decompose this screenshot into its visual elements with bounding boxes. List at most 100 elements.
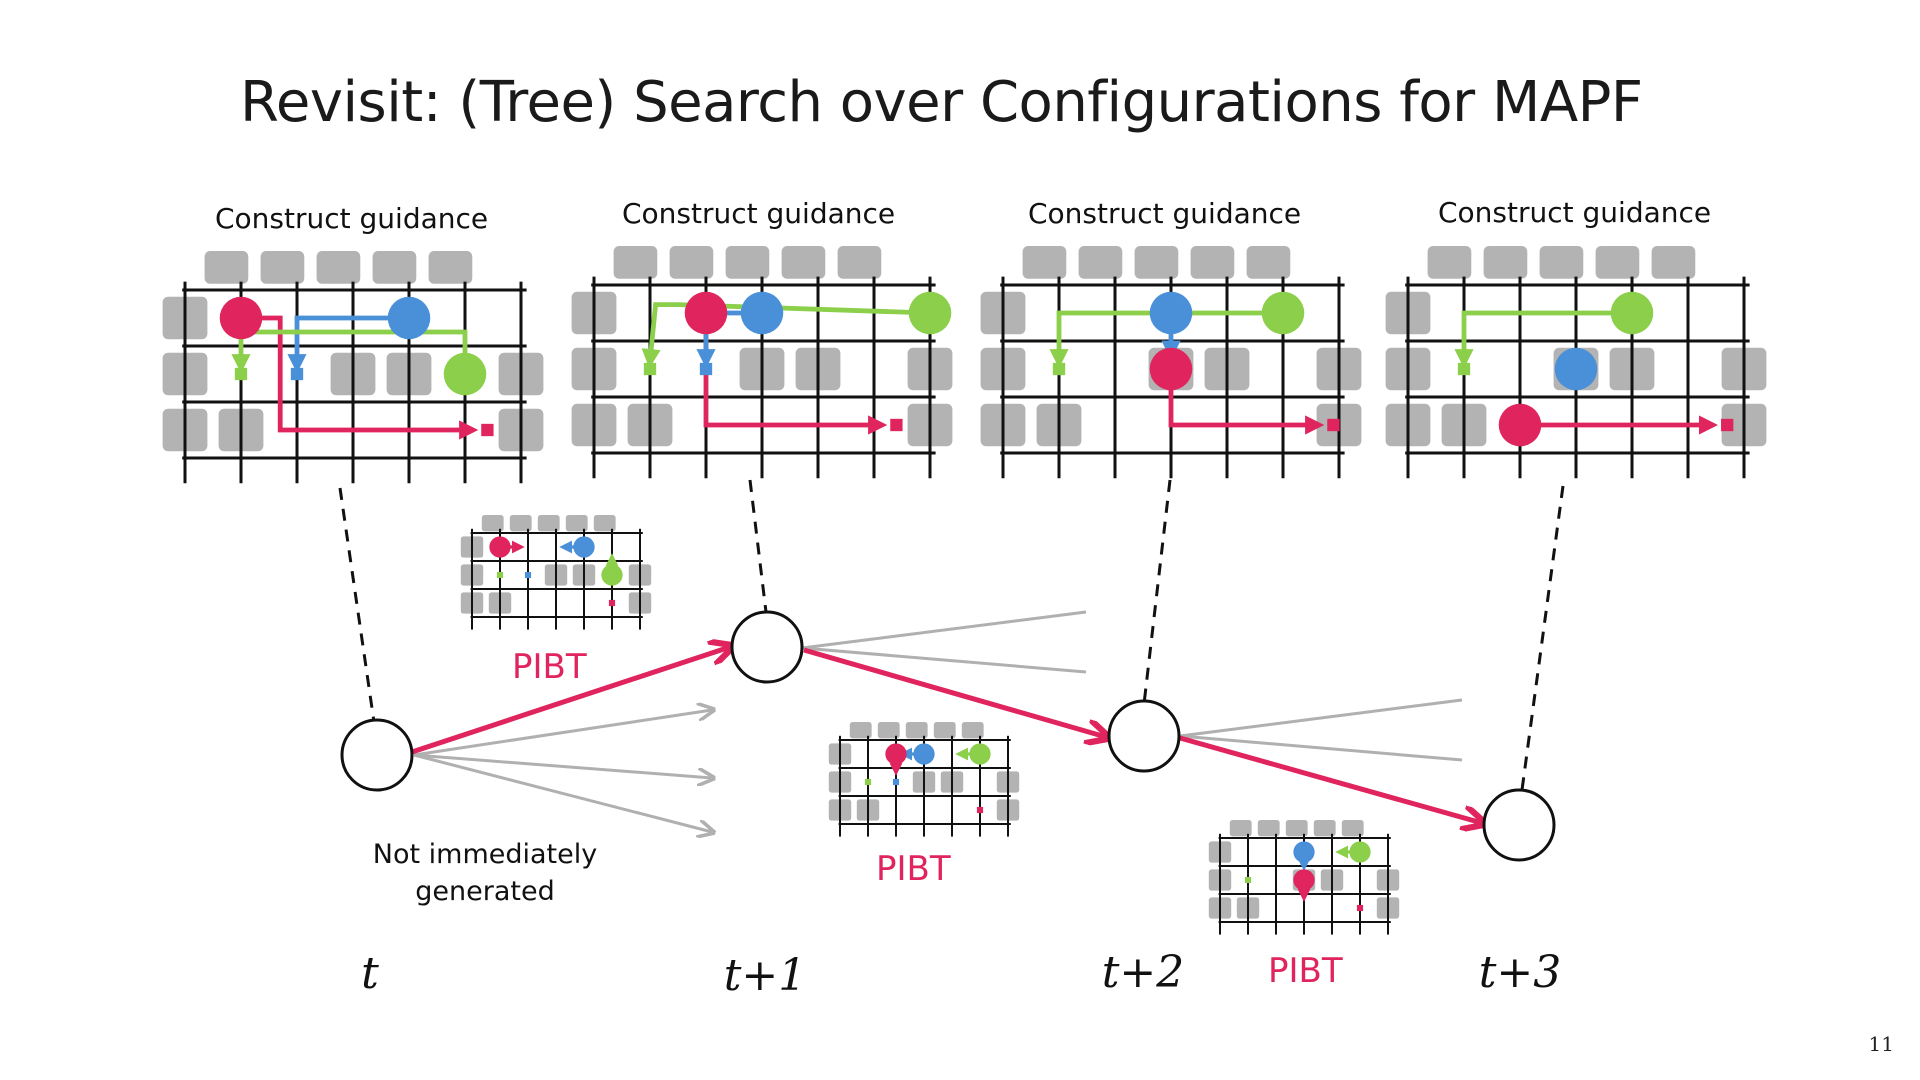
- red-goal-marker: [1356, 904, 1364, 912]
- guidance-label-t: Construct guidance: [215, 202, 488, 235]
- tree-node-t1: [730, 610, 804, 684]
- red-agent: [219, 296, 263, 340]
- not-generated-note-line1: Not immediately: [373, 839, 597, 870]
- green-goal-marker: [1052, 362, 1066, 376]
- obstacle-block: [1246, 246, 1291, 279]
- green-goal-marker: [234, 367, 248, 381]
- gray-branch: [413, 710, 712, 757]
- time-label-t3: t+3: [1479, 947, 1562, 998]
- green-agent: [1610, 291, 1654, 335]
- obstacle-block: [509, 515, 532, 532]
- obstacle-block: [537, 515, 560, 532]
- guidance-label-t2: Construct guidance: [1028, 197, 1301, 230]
- pibt-grid-step2: [828, 722, 1020, 837]
- chosen-edge-t2-t3: [1179, 735, 1482, 823]
- obstacle-block: [837, 246, 882, 279]
- gray-branch: [801, 646, 1087, 674]
- blue-goal-marker: [892, 778, 900, 786]
- obstacle-block: [613, 246, 658, 279]
- obstacle-block: [1078, 246, 1123, 279]
- obstacle-block: [1022, 246, 1067, 279]
- blue-agent: [1149, 291, 1193, 335]
- obstacle-block: [905, 722, 928, 739]
- obstacle-block: [781, 246, 826, 279]
- obstacle-block: [849, 722, 872, 739]
- red-goal-marker: [890, 418, 903, 432]
- green-agent: [443, 352, 487, 396]
- green-agent: [969, 743, 991, 765]
- green-agent: [601, 564, 623, 586]
- obstacle-block: [1427, 246, 1472, 279]
- obstacle-block: [1313, 820, 1336, 837]
- guidance-label-t1: Construct guidance: [622, 197, 895, 230]
- obstacle-block: [1257, 820, 1280, 837]
- green-goal-marker: [1457, 362, 1471, 376]
- red-agent: [885, 743, 907, 765]
- green-agent: [1261, 291, 1305, 335]
- blue-agent: [740, 291, 784, 335]
- guidance-panel-t2: [980, 246, 1362, 479]
- obstacle-block: [1483, 246, 1528, 279]
- time-label-t: t: [361, 948, 379, 999]
- red-goal-marker: [1721, 418, 1734, 432]
- pibt-label-step2: PIBT: [876, 849, 951, 889]
- obstacle-block: [1190, 246, 1235, 279]
- blue-agent: [387, 296, 431, 340]
- blue-agent: [573, 536, 595, 558]
- red-guidance-path: [703, 313, 888, 435]
- time-label-t1: t+1: [724, 950, 807, 1001]
- red-agent: [684, 291, 728, 335]
- gray-branch: [801, 610, 1087, 650]
- tree-node-t3: [1482, 788, 1556, 862]
- guidance-panel-t: [162, 251, 544, 484]
- obstacle-block: [877, 722, 900, 739]
- red-agent: [1149, 347, 1193, 391]
- guidance-panel-t3: [1385, 246, 1767, 479]
- pibt-label-step3: PIBT: [1268, 951, 1343, 991]
- red-agent: [1293, 869, 1315, 891]
- gray-branch: [413, 753, 712, 778]
- red-agent: [1498, 403, 1542, 447]
- blue-agent: [913, 743, 935, 765]
- green-agent: [908, 291, 952, 335]
- blue-goal-marker: [524, 571, 532, 579]
- chosen-edge-t1-t2: [803, 647, 1106, 737]
- obstacle-block: [1651, 246, 1696, 279]
- red-goal-marker: [976, 806, 984, 814]
- green-goal-marker: [643, 362, 657, 376]
- dashed-connector-t: [338, 487, 376, 723]
- chosen-edge-t-t1: [411, 647, 730, 755]
- green-guidance-path: [1454, 310, 1632, 369]
- red-goal-marker: [608, 599, 616, 607]
- guidance-label-t3: Construct guidance: [1438, 196, 1711, 229]
- green-guidance-path: [1049, 310, 1283, 369]
- pibt-label-step1: PIBT: [512, 647, 587, 687]
- obstacle-block: [1229, 820, 1252, 837]
- obstacle-block: [372, 251, 417, 284]
- obstacle-block: [1341, 820, 1364, 837]
- tree-node-t: [340, 718, 414, 792]
- green-goal-marker: [864, 778, 872, 786]
- obstacle-block: [428, 251, 473, 284]
- gray-branch: [1179, 734, 1463, 762]
- gray-branch: [413, 753, 712, 832]
- red-goal-marker: [1327, 418, 1340, 432]
- green-guidance-path: [641, 302, 931, 369]
- blue-goal-marker: [699, 362, 713, 376]
- gray-branch: [1179, 698, 1463, 738]
- obstacle-block: [1539, 246, 1584, 279]
- pibt-grid-step3: [1208, 820, 1400, 935]
- obstacle-block: [1134, 246, 1179, 279]
- dashed-connector-t2: [1142, 479, 1172, 705]
- blue-guidance-path: [287, 315, 409, 374]
- red-goal-marker: [481, 423, 494, 437]
- obstacle-block: [204, 251, 249, 284]
- blue-goal-marker: [290, 367, 304, 381]
- blue-agent: [1554, 347, 1598, 391]
- tree-node-t2: [1107, 699, 1181, 773]
- obstacle-block: [565, 515, 588, 532]
- green-goal-marker: [496, 571, 504, 579]
- obstacle-block: [669, 246, 714, 279]
- red-agent: [489, 536, 511, 558]
